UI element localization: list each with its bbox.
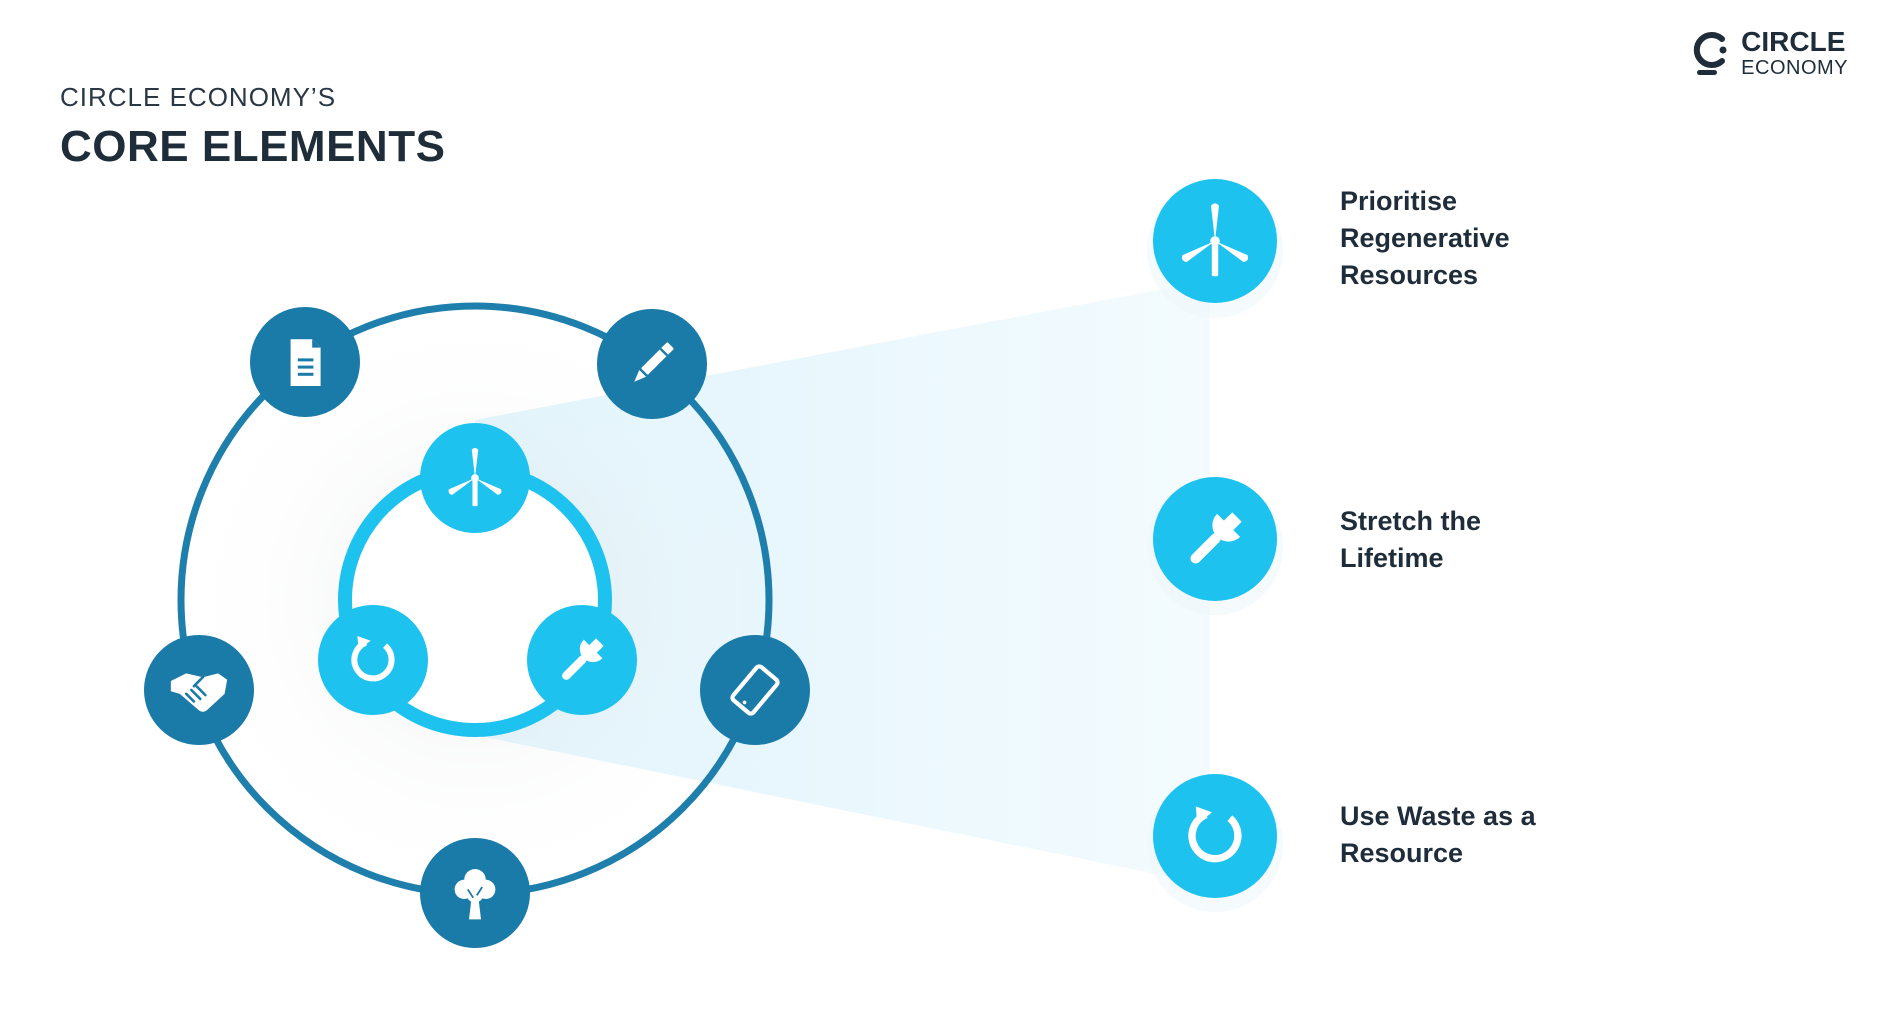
- label-line: Resource: [1340, 838, 1464, 868]
- inner-node-turbine: [420, 423, 530, 533]
- core-element-label-waste: Use Waste as a Resource: [1340, 798, 1536, 872]
- label-line: Lifetime: [1340, 543, 1444, 573]
- page-title: CORE ELEMENTS: [60, 122, 446, 171]
- header-eyebrow: CIRCLE ECONOMY’S: [60, 82, 337, 112]
- document-icon: [290, 339, 321, 386]
- core-element-node-3: [1147, 774, 1283, 912]
- logo-mark-icon: [1693, 32, 1727, 75]
- outer-node-handshake: [144, 635, 254, 745]
- circle-economy-logo: CIRCLE ECONOMY: [1689, 28, 1848, 78]
- label-line: Use Waste as a: [1340, 801, 1536, 831]
- outer-node-pencil: [597, 309, 707, 419]
- outer-node-tree: [420, 838, 530, 948]
- core-element-label-stretch: Stretch the Lifetime: [1340, 503, 1481, 577]
- inner-node-wrench: [527, 605, 637, 715]
- label-line: Regenerative: [1340, 223, 1510, 253]
- outer-node-document: [250, 307, 360, 417]
- inner-node-recycle: [318, 605, 428, 715]
- label-line: Stretch the: [1340, 506, 1482, 536]
- logo-text-line1: CIRCLE: [1741, 26, 1846, 57]
- core-element-label-prioritise: Prioritise Regenerative Resources: [1340, 183, 1510, 294]
- label-line: Resources: [1340, 260, 1479, 290]
- core-element-node-2: [1147, 477, 1283, 615]
- label-line: Prioritise: [1340, 186, 1458, 216]
- outer-node-tablet: [700, 635, 810, 745]
- logo-text-line2: ECONOMY: [1741, 57, 1848, 79]
- core-element-node-1: [1147, 179, 1283, 318]
